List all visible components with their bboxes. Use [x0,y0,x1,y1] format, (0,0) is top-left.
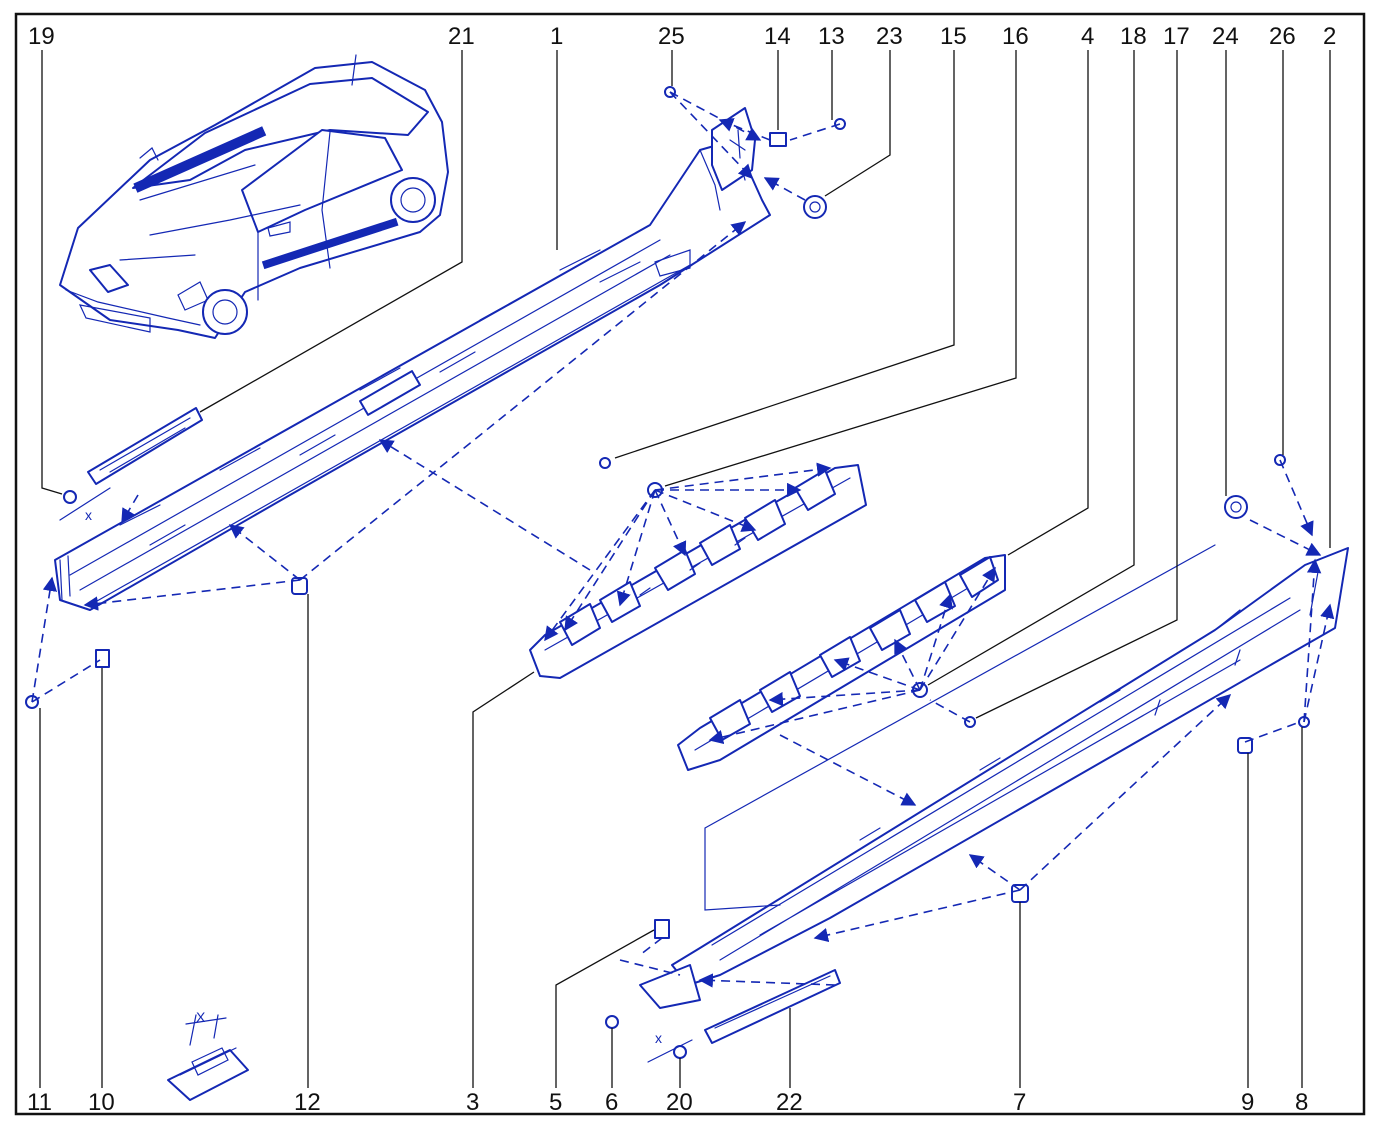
part-21-trim-strip [87,407,203,485]
car-illustration [59,54,449,339]
callout-13: 13 [818,23,845,50]
part-1-sill-panel [54,139,771,611]
callout-6: 6 [605,1089,618,1116]
callout-21: 21 [448,23,475,50]
callout-17: 17 [1163,23,1190,50]
callout-14: 14 [764,23,791,50]
callout-8: 8 [1295,1089,1308,1116]
callout-9: 9 [1241,1089,1254,1116]
callout-5: 5 [549,1089,562,1116]
callout-24: 24 [1212,23,1239,50]
callout-25: 25 [658,23,685,50]
diagram-frame [14,12,1366,1116]
callout-23: 23 [876,23,903,50]
callouts-top-row: 19 21 1 25 14 13 23 15 16 4 18 17 24 26 … [28,23,1336,50]
part-22-trim-strip [704,969,841,1044]
fasteners [25,86,1310,1059]
dimension-arrows-19 [59,487,111,521]
callout-20: 20 [666,1089,693,1116]
callout-10: 10 [88,1089,115,1116]
detail-dimension-label: X [196,1009,206,1025]
callout-2: 2 [1323,23,1336,50]
callout-1: 1 [550,23,563,50]
callout-7: 7 [1013,1089,1026,1116]
callout-22: 22 [776,1089,803,1116]
dimension-mark-20: x [655,1030,662,1046]
dimension-mark-19: x [85,507,92,523]
part-3-clip-rail [529,464,867,679]
callout-16: 16 [1002,23,1029,50]
assembly-lines [31,91,1335,988]
leader-lines [39,50,1331,1088]
callouts-bottom-row: 11 10 12 3 5 6 20 22 7 9 8 [27,1089,1308,1116]
callout-12: 12 [294,1089,321,1116]
callout-19: 19 [28,23,55,50]
callout-18: 18 [1120,23,1147,50]
callout-3: 3 [466,1089,479,1116]
part-2-sill-panel [639,544,1349,1009]
callout-26: 26 [1269,23,1296,50]
callout-11: 11 [27,1089,52,1116]
dimension-arrows-20 [647,1039,693,1063]
callout-4: 4 [1081,23,1094,50]
clip-detail-inset: X [167,1009,249,1101]
callout-15: 15 [940,23,967,50]
